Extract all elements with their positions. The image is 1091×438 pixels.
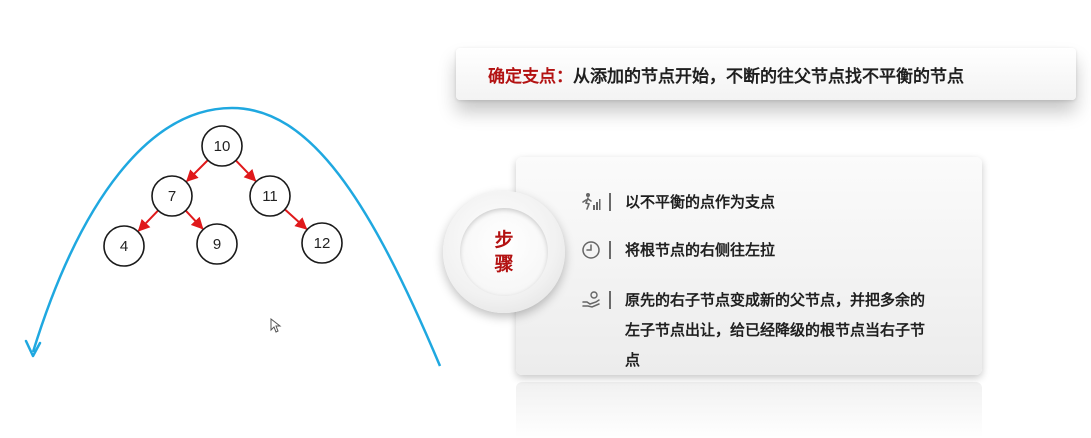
steps-badge-inner: 步骤 (460, 208, 548, 296)
tree-node-circle (196, 223, 238, 265)
rotation-arc (31, 106, 442, 367)
mouse-cursor-icon (270, 318, 282, 333)
person-climbing-icon (580, 191, 602, 213)
step-separator (609, 291, 611, 309)
tree-node-label: 11 (262, 188, 278, 205)
title-banner: 确定支点： 从添加的节点开始，不断的往父节点找不平衡的节点 (456, 48, 1076, 100)
step-text: 原先的右子节点变成新的父节点，并把多余的左子节点出让，给已经降级的根节点当右子节… (625, 291, 926, 369)
step-text: 将根节点的右侧往左拉 (625, 241, 776, 259)
clock-icon (580, 239, 602, 261)
title-text: 从添加的节点开始，不断的往父节点找不平衡的节点 (573, 66, 964, 87)
step-item: 以不平衡的点作为支点 (580, 191, 940, 217)
tree-node-circle (151, 175, 193, 217)
steps-card-reflection (516, 382, 982, 438)
tree-edge (235, 159, 257, 182)
tree-diagram: 10 7 11 4 9 12 (24, 106, 442, 367)
tree-node-label: 4 (120, 238, 128, 255)
tree-edge (137, 209, 159, 232)
tree-node-label: 10 (214, 138, 231, 155)
tree-edge (284, 208, 308, 230)
step-item: 将根节点的右侧往左拉 (580, 239, 940, 265)
tree-node-circle (103, 225, 145, 267)
tree-edge (186, 159, 209, 182)
tree-node: 9 (196, 223, 238, 265)
tree-node-circle (301, 222, 343, 264)
step-text: 以不平衡的点作为支点 (625, 193, 776, 211)
tree-edge (184, 209, 204, 230)
steps-badge-label: 步骤 (494, 229, 514, 275)
tree-node-label: 9 (213, 236, 221, 253)
title-key: 确定支点： (488, 66, 573, 87)
steps-card: 以不平衡的点作为支点 将根节点的右侧往左拉 原先的右子节点变成新的父节点，并把多… (516, 157, 982, 375)
tree-node-label: 12 (314, 235, 331, 252)
tree-node-circle (249, 175, 291, 217)
hand-giving-icon (580, 289, 602, 311)
step-separator (609, 193, 611, 211)
steps-badge: 步骤 (443, 191, 565, 313)
tree-node: 12 (301, 222, 343, 264)
rotation-arc-arrowhead (24, 339, 42, 358)
tree-node-circle (201, 125, 243, 167)
step-separator (609, 241, 611, 259)
tree-node-label: 7 (168, 188, 176, 205)
tree-node: 7 (151, 175, 193, 217)
tree-node: 4 (103, 225, 145, 267)
tree-node: 11 (249, 175, 291, 217)
step-item: 原先的右子节点变成新的父节点，并把多余的左子节点出让，给已经降级的根节点当右子节… (580, 289, 926, 375)
tree-node: 10 (201, 125, 243, 167)
